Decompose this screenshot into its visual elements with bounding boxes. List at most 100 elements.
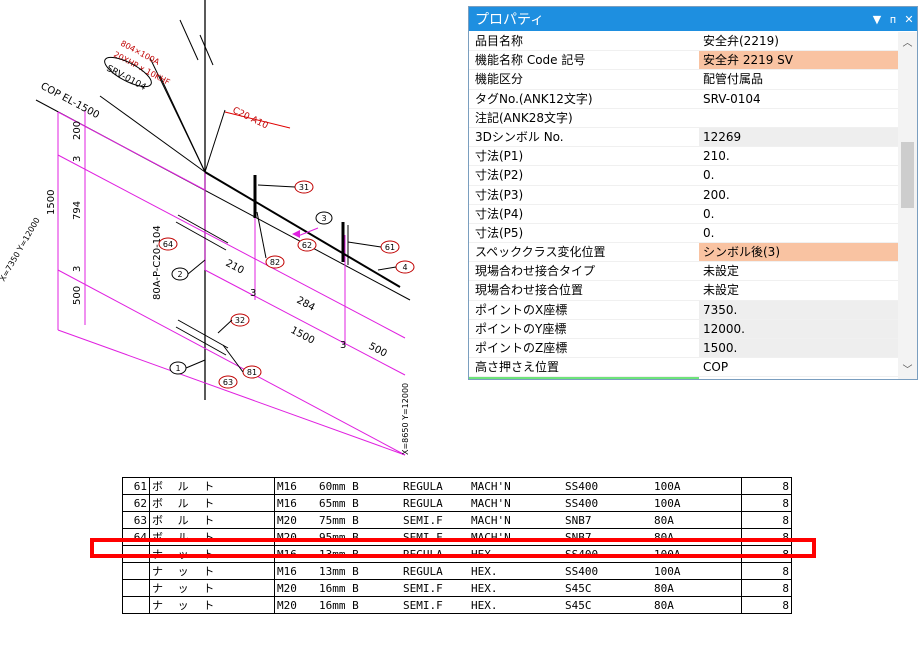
property-value[interactable]: 安全弁 2219 SV bbox=[699, 51, 898, 70]
property-key: 寸法(P2) bbox=[475, 168, 524, 183]
property-row[interactable]: スペッククラス変化位置 シンボル後(3) bbox=[469, 243, 898, 263]
leader-line bbox=[99, 95, 206, 173]
property-row[interactable]: 寸法(P3)200. bbox=[469, 186, 898, 205]
cell-size: M16 bbox=[274, 477, 317, 495]
property-row[interactable]: 3Dシンボル No. 12269 bbox=[469, 127, 898, 148]
scroll-up-icon[interactable]: ︿ bbox=[902, 38, 913, 49]
cell-length: 16mm B bbox=[317, 579, 401, 597]
cell-name: ボ ル ト bbox=[149, 494, 275, 512]
property-row[interactable]: 機能名称 Code 記号安全弁 2219 SV bbox=[469, 51, 898, 71]
selected-row-highlight bbox=[90, 538, 816, 558]
property-row[interactable]: ポイントのX座標 7350. bbox=[469, 300, 898, 320]
property-value[interactable]: 1500. bbox=[699, 339, 898, 358]
balloon-64 bbox=[158, 237, 178, 251]
isometric-drawing: C20 A10 804×100A 20XHP x 10KHF SRV-0104 … bbox=[0, 0, 415, 456]
property-value[interactable]: COP bbox=[703, 360, 729, 375]
cop-label: COP EL-1500 bbox=[39, 81, 101, 121]
property-value[interactable]: 未設定 bbox=[703, 283, 740, 298]
property-row[interactable]: 寸法(P4)0. bbox=[469, 205, 898, 224]
property-value[interactable]: 200. bbox=[703, 187, 730, 202]
property-row[interactable]: 面-面距離(上流側)797 bbox=[469, 377, 898, 379]
dropdown-icon[interactable]: ▼ bbox=[872, 12, 882, 26]
tag-bubble bbox=[104, 56, 152, 88]
balloon-label-82: 82 bbox=[270, 258, 280, 267]
line-number-label: 80A-P-C20-104 bbox=[152, 225, 163, 300]
property-value[interactable]: 配管付属品 bbox=[703, 72, 764, 87]
property-row[interactable]: 機能区分配管付属品 bbox=[469, 70, 898, 90]
break-mark bbox=[179, 19, 199, 61]
property-value[interactable]: 0. bbox=[703, 168, 715, 183]
property-row[interactable]: 品目名称 安全弁(2219) bbox=[469, 32, 898, 52]
property-value[interactable]: 安全弁(2219) bbox=[703, 34, 779, 48]
cell-length: 75mm B bbox=[317, 511, 401, 529]
cell-qty: 8 bbox=[741, 494, 792, 512]
dim-3c: 3 bbox=[250, 288, 256, 299]
cell-name: ボ ル ト bbox=[149, 477, 275, 495]
dim-3d: 3 bbox=[340, 340, 346, 351]
arrow-head bbox=[292, 230, 300, 238]
cell-dn: 80A bbox=[652, 579, 742, 597]
property-key: スペッククラス変化位置 bbox=[475, 245, 606, 260]
property-key: 品目名称 bbox=[475, 34, 524, 48]
cell-no bbox=[122, 562, 150, 580]
property-value[interactable]: 12269 bbox=[699, 127, 898, 147]
property-value[interactable]: SRV-0104 bbox=[703, 91, 761, 106]
cell-material: SNB7 bbox=[563, 511, 652, 529]
property-key: 3Dシンボル No. bbox=[475, 129, 564, 144]
scroll-thumb[interactable] bbox=[901, 142, 914, 208]
property-value[interactable]: 12000. bbox=[699, 319, 898, 338]
cell-qty: 8 bbox=[741, 579, 792, 597]
property-row[interactable]: 現場合わせ接合タイプ未設定 bbox=[469, 262, 898, 282]
close-icon[interactable]: ✕ bbox=[904, 12, 914, 26]
cell-type: MACH'N bbox=[469, 477, 563, 495]
property-value[interactable]: 797 bbox=[699, 377, 898, 379]
leader-line bbox=[187, 259, 206, 275]
property-value[interactable]: 7350. bbox=[699, 300, 898, 319]
property-row[interactable]: 寸法(P1)210. bbox=[469, 147, 898, 167]
balloon-63 bbox=[218, 375, 238, 389]
cell-size: M20 bbox=[274, 596, 317, 614]
cell-material: S45C bbox=[563, 579, 652, 597]
property-value[interactable]: 0. bbox=[703, 225, 715, 240]
cell-dn: 100A bbox=[652, 477, 742, 495]
property-row[interactable]: 注記(ANK28文字) bbox=[469, 109, 898, 128]
property-row[interactable]: 現場合わせ接合位置未設定 bbox=[469, 281, 898, 301]
property-scrollbar[interactable]: ︿ ﹀ bbox=[898, 32, 917, 379]
property-value[interactable]: 0. bbox=[703, 206, 715, 221]
cell-material: S45C bbox=[563, 596, 652, 614]
property-value[interactable] bbox=[699, 109, 898, 127]
coord-left: X=7350 Y=12000 bbox=[0, 216, 42, 283]
leader-line bbox=[256, 211, 267, 259]
scroll-down-icon[interactable]: ﹀ bbox=[902, 365, 913, 376]
cell-name: ナ ッ ト bbox=[149, 579, 275, 597]
property-value[interactable]: 210. bbox=[703, 149, 730, 164]
cell-type: HEX. bbox=[469, 579, 563, 597]
cell-no bbox=[122, 596, 150, 614]
flange-leader bbox=[224, 111, 291, 129]
dim-210: 210 bbox=[224, 258, 246, 277]
balloon-label-3: 3 bbox=[321, 214, 326, 223]
property-row[interactable]: 寸法(P2) 0. bbox=[469, 166, 898, 186]
pointer-arrow bbox=[297, 227, 319, 237]
property-value[interactable]: シンボル後(3) bbox=[699, 243, 898, 262]
cell-type: MACH'N bbox=[469, 494, 563, 512]
property-row[interactable]: タグNo.(ANK12文字)SRV-0104 bbox=[469, 90, 898, 109]
gasket-mark bbox=[175, 326, 227, 356]
property-key: ポイントのX座標 bbox=[475, 302, 568, 317]
property-value[interactable]: 未設定 bbox=[703, 264, 740, 279]
property-row[interactable]: 寸法(P5)0. bbox=[469, 224, 898, 244]
pin-icon[interactable]: ᴨ bbox=[889, 12, 897, 26]
cell-material: SS400 bbox=[563, 494, 652, 512]
gasket-mark bbox=[177, 319, 229, 349]
gasket-mark bbox=[175, 221, 227, 251]
